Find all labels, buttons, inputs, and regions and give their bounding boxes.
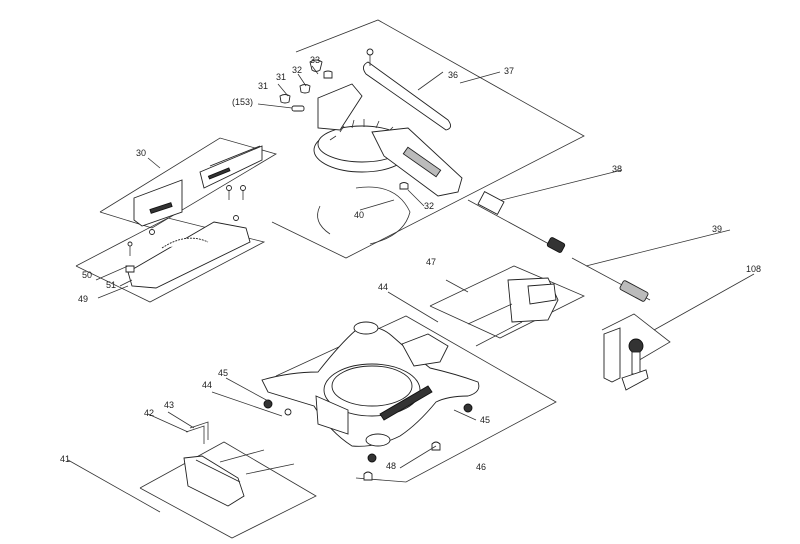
callouts: 33 32 31 31 (153) 36 37 30 32 40 38 39 5… (60, 55, 761, 472)
callout-32-second: 32 (424, 201, 434, 211)
callout-38: 38 (612, 164, 622, 174)
side-support-group (139, 421, 317, 539)
callout-40: 40 (354, 210, 364, 220)
callout-45-second: 45 (480, 415, 490, 425)
callout-50: 50 (82, 270, 92, 280)
callout-39: 39 (712, 224, 722, 234)
callout-37: 37 (504, 66, 514, 76)
fence-group (99, 137, 277, 229)
callout-43: 43 (164, 400, 174, 410)
callout-46: 46 (476, 462, 486, 472)
rear-support-group (429, 265, 585, 347)
callout-153: (153) (232, 97, 253, 107)
extension-group (75, 215, 266, 303)
callout-47: 47 (426, 257, 436, 267)
clamp-group (601, 273, 755, 391)
callout-31: 31 (276, 72, 286, 82)
turntable-group (271, 19, 585, 259)
callout-45: 45 (218, 368, 228, 378)
callout-49: 49 (78, 294, 88, 304)
callout-33: 33 (310, 55, 320, 65)
callout-44-second: 44 (202, 380, 212, 390)
callout-51: 51 (106, 280, 116, 290)
callout-32: 32 (292, 65, 302, 75)
callout-41: 41 (60, 454, 70, 464)
base-group (261, 315, 557, 483)
rod-group (467, 169, 731, 302)
callout-30: 30 (136, 148, 146, 158)
callout-48: 48 (386, 461, 396, 471)
callout-31-second: 31 (258, 81, 268, 91)
callout-44: 44 (378, 282, 388, 292)
leader-lines (67, 65, 477, 513)
callout-42: 42 (144, 408, 154, 418)
callout-36: 36 (448, 70, 458, 80)
callout-108: 108 (746, 264, 761, 274)
